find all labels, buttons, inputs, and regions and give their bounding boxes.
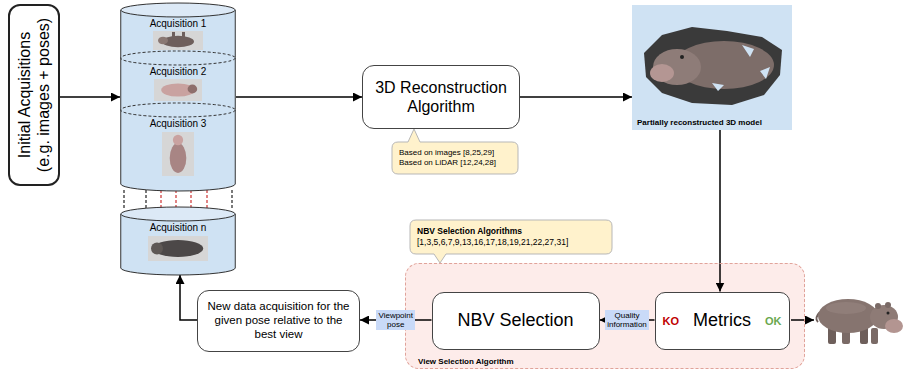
connector-arrow [520, 96, 632, 98]
node-text: Partially reconstructed 3D model [637, 118, 762, 127]
callout-bubble: Based on images [8,25,29]Based on LiDAR … [392, 142, 518, 174]
connector-arrow [180, 275, 197, 320]
thumbnail-photo [153, 31, 203, 50]
acquisition-cylinder: Acquisition 3 [120, 103, 236, 191]
node-text: Acquisition 1 [120, 18, 236, 30]
callout-outline [410, 220, 612, 263]
model-panel: Partially reconstructed 3D model [632, 5, 792, 130]
thumbnail-photo [162, 132, 194, 176]
node-text: Based on images [8,25,29] [399, 148, 511, 158]
edge-label: Viewpoint pose [376, 310, 415, 330]
node-text: Initial Acquisitions [15, 9, 34, 181]
node-text: Acquisition 3 [120, 118, 236, 130]
rotated-text-holder: Initial Acquisitions(e.g. images + poses… [15, 9, 53, 181]
panel-shape [632, 5, 792, 130]
dashed-continuation [124, 190, 232, 208]
connector-arrow [60, 96, 120, 98]
process-box: NBV Selection [432, 292, 600, 350]
cyl-shape [120, 207, 236, 275]
node-text: View Selection Algorithm [418, 357, 514, 366]
thumbnail-photo [154, 79, 202, 101]
acquisition-cylinder: Acquisition n [120, 207, 236, 275]
node-text: [1,3,5,6,7,9,13,16,17,18,19,21,22,27,31] [417, 237, 605, 248]
edge-label: Quality information [605, 310, 649, 330]
connector-arrow [236, 96, 362, 98]
node-text: Acquisition 2 [120, 66, 236, 78]
metrics-box: KO Metrics OK [655, 292, 790, 350]
node-text: KO [663, 315, 680, 327]
node-text: Based on LiDAR [12,24,28] [399, 158, 511, 168]
process-box: 3D Reconstruction Algorithm [362, 65, 520, 129]
input-box: Initial Acquisitions(e.g. images + poses… [8, 4, 60, 186]
node-text: Metrics [693, 310, 751, 331]
callout-outline [392, 129, 518, 174]
output-arrow [791, 319, 814, 321]
node-text: Acquisition n [120, 222, 236, 234]
partial-model-illustration [644, 27, 782, 105]
node-text: 3D Reconstruction Algorithm [371, 78, 511, 116]
callout-bubble: NBV Selection Algorithms[1,3,5,6,7,9,13,… [410, 220, 612, 254]
thumbnail-photo [148, 236, 208, 261]
hippo-illustration [816, 299, 903, 344]
process-box: New data acquisition for the given pose … [197, 290, 360, 352]
view-selection-ground [405, 263, 805, 369]
cyl-shape [120, 103, 236, 191]
node-text: (e.g. images + poses) [34, 9, 53, 181]
node-text: OK [765, 315, 782, 327]
node-text: NBV Selection [457, 310, 573, 332]
node-text: New data acquisition for the given pose … [206, 300, 351, 341]
connector-arrow [719, 130, 721, 292]
node-text: NBV Selection Algorithms [417, 226, 605, 237]
